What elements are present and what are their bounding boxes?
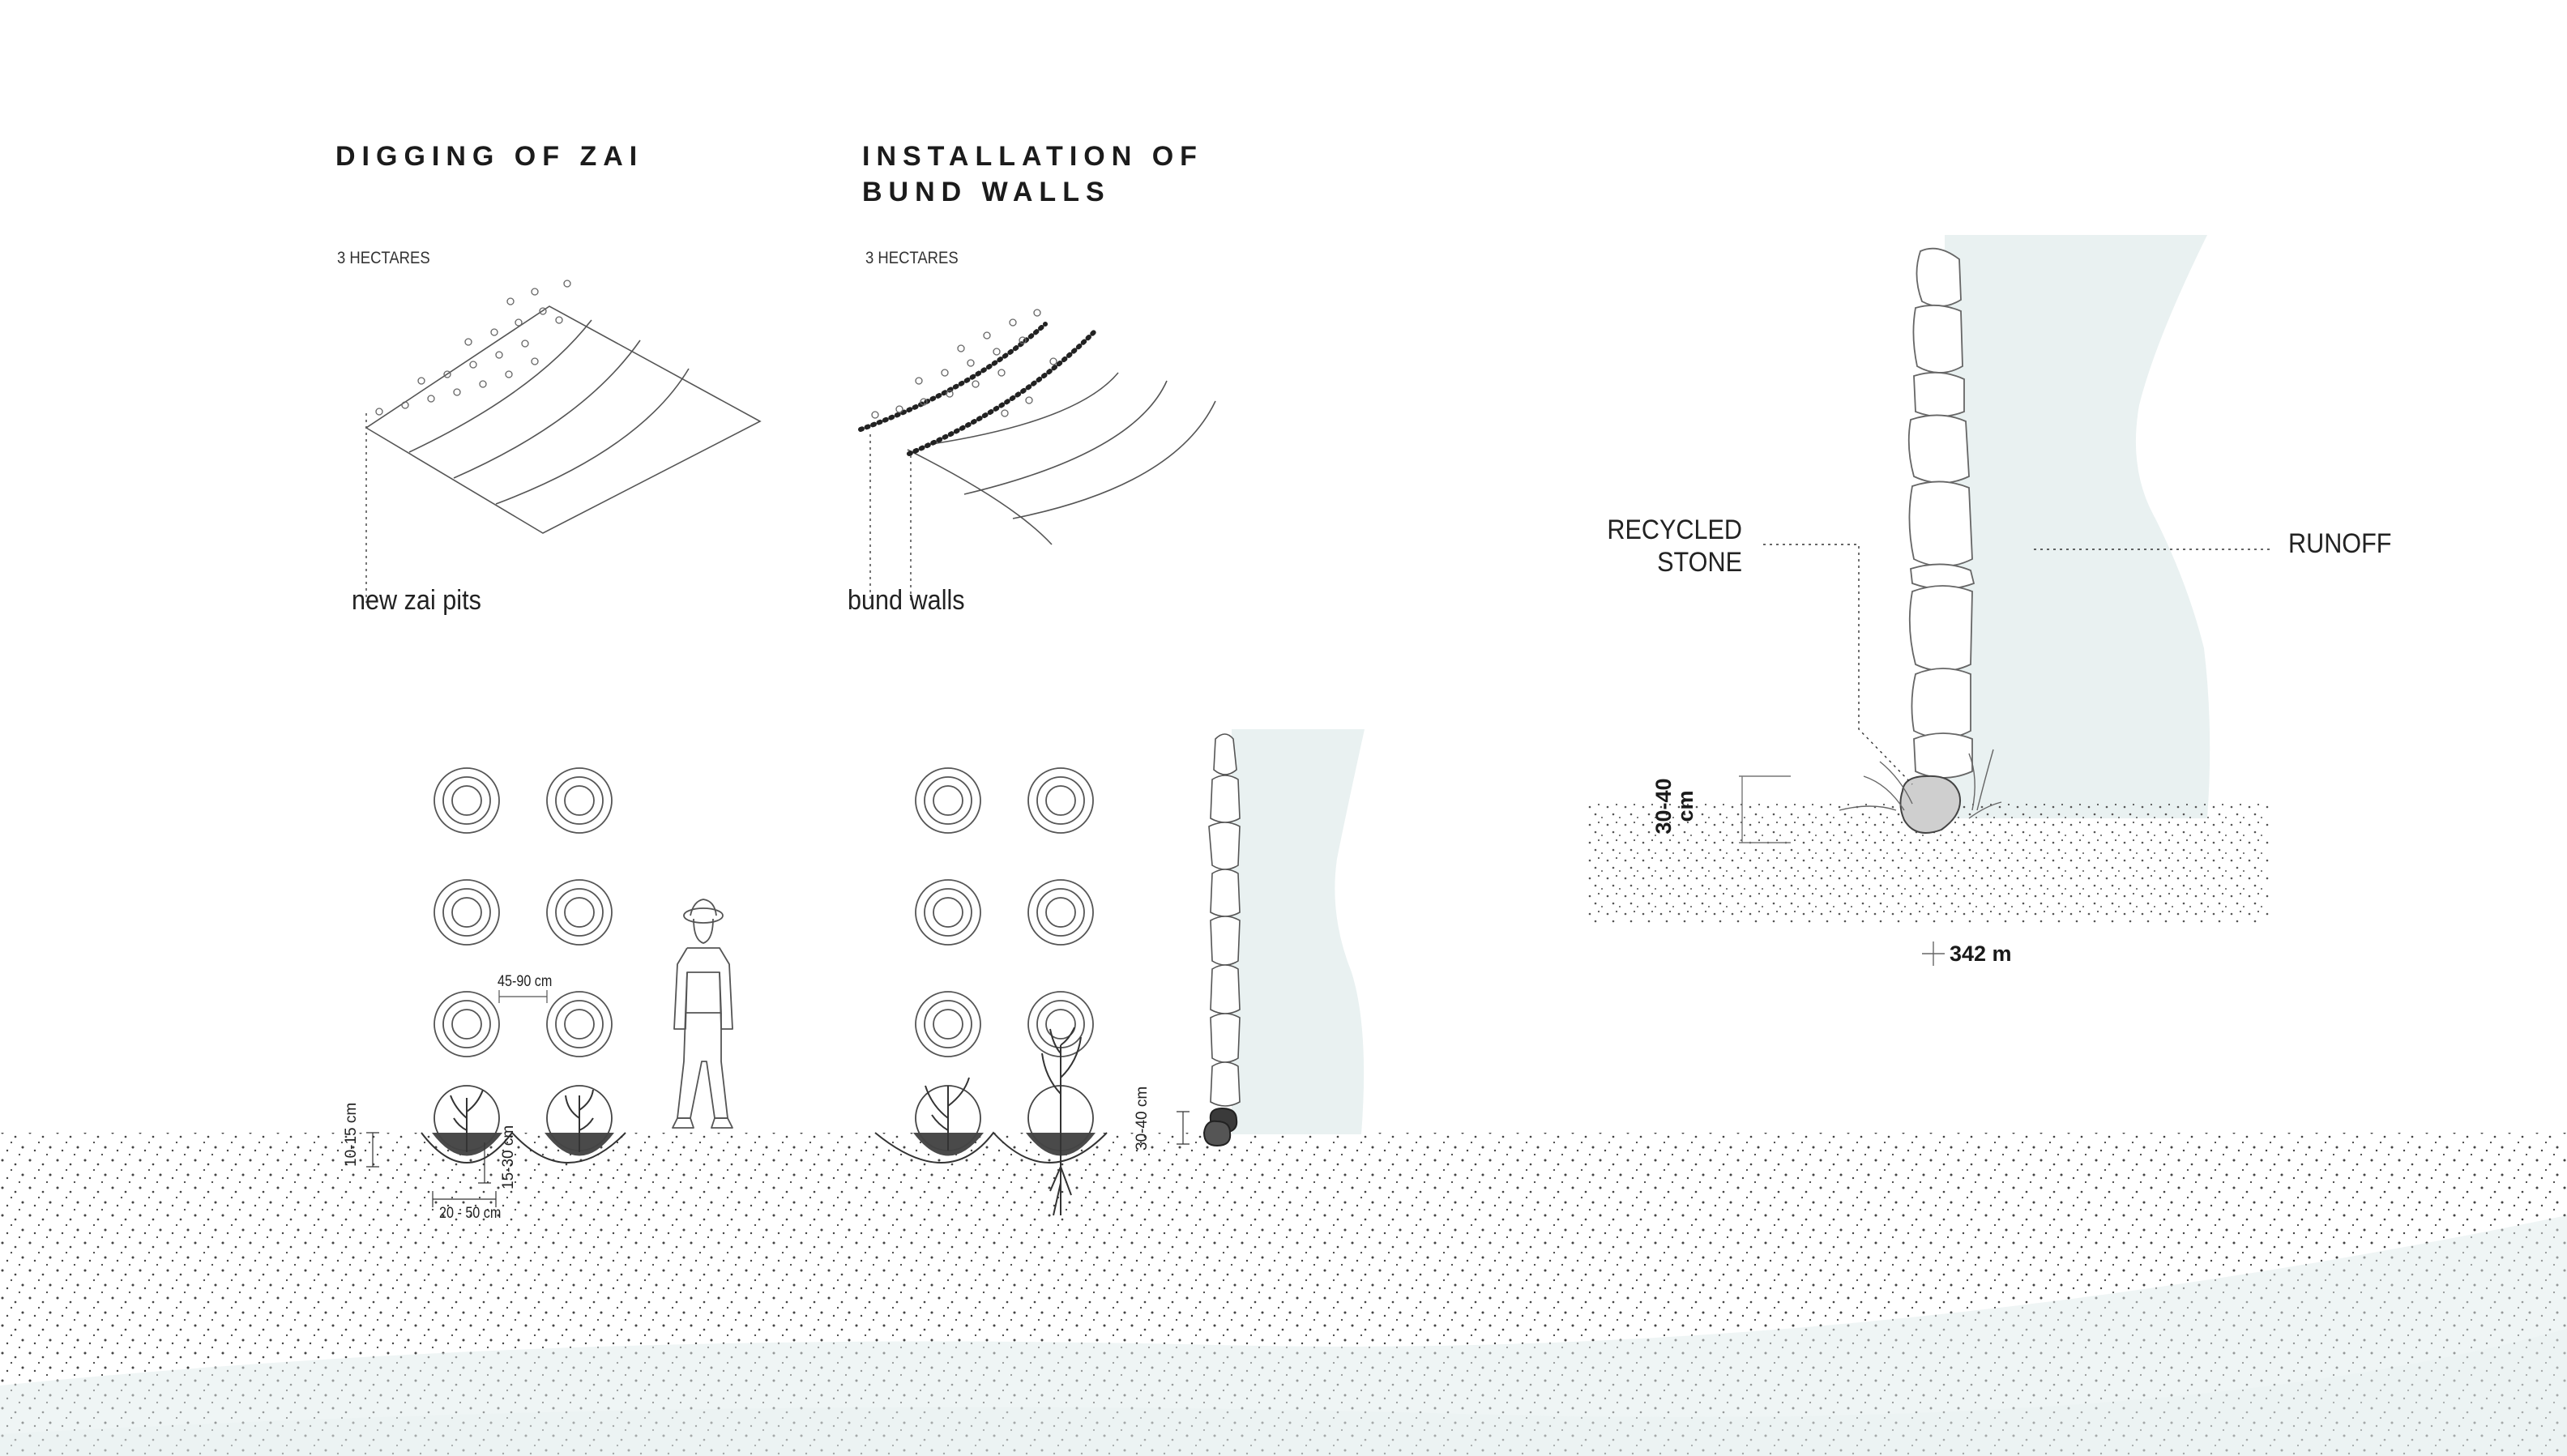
recycled-stone-line1: RECYCLED — [1607, 515, 1742, 545]
zai-field-sketch — [365, 280, 762, 603]
small-bund-wall — [1202, 729, 1365, 1147]
zai-area-label: 3 HECTARES — [337, 249, 430, 267]
detail-height-unit: cm — [1673, 790, 1698, 822]
detail-height-dim: 30-40 cm — [1651, 770, 1698, 843]
bund-pit-section — [874, 1027, 1190, 1216]
zai-title: DIGGING OF ZAI — [335, 141, 644, 172]
ground-band — [0, 1133, 2567, 1456]
zai-width-dim: 20 - 50 cm — [439, 1205, 502, 1222]
bund-title-line2: BUND WALLS — [862, 177, 1111, 207]
runoff-label: RUNOFF — [2288, 528, 2392, 559]
bund-area-label: 3 HECTARES — [865, 249, 959, 267]
bund-wall-height-dim: 30-40 cm — [1134, 1086, 1151, 1151]
recycled-stone-line2: STONE — [1657, 547, 1742, 578]
zai-depth-dim: 10-15 cm — [343, 1102, 360, 1167]
farmer-figure — [672, 899, 733, 1129]
zai-root-depth-dim: 15-30 cm — [500, 1125, 517, 1189]
bund-pit-plan — [915, 767, 1094, 1057]
detail-height-value: 30-40 — [1651, 778, 1676, 835]
zai-spacing-dim: 45-90 cm — [498, 973, 553, 990]
zai-pit-section — [366, 1085, 626, 1207]
bund-caption: bund walls — [848, 585, 965, 616]
recycled-stone-label: RECYCLED STONE — [1535, 514, 1742, 579]
zai-caption: new zai pits — [352, 585, 481, 616]
bund-field-sketch — [858, 309, 1216, 603]
zai-pit-plan — [434, 767, 613, 1057]
detail-length-dim: 342 m — [1950, 941, 2012, 966]
bund-title-line1: INSTALLATION OF — [862, 141, 1203, 172]
detail-bund-wall — [1588, 235, 2270, 966]
